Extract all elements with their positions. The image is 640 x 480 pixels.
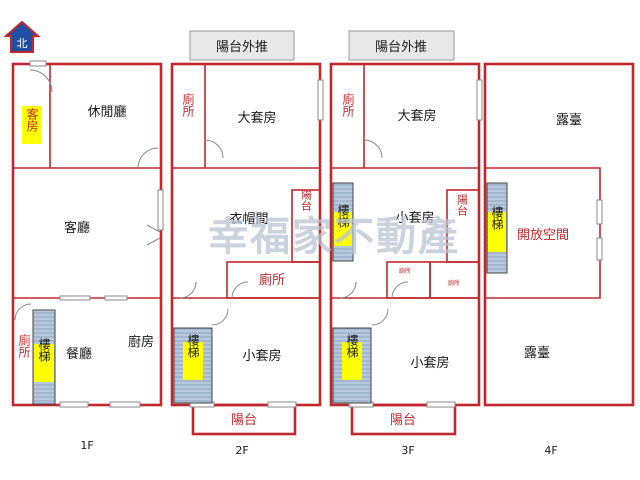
room-stairs-top: 樓梯	[336, 203, 350, 228]
room-terrace-top: 露臺	[556, 113, 582, 128]
room-open-space: 開放空間	[517, 228, 569, 243]
room-terrace-bottom: 露臺	[524, 346, 550, 361]
room-master: 大套房	[397, 108, 436, 124]
room-small-suite: 小套房	[410, 355, 449, 371]
compass-north-icon: 北	[3, 20, 41, 53]
room-toilet-a: 廁所	[181, 92, 195, 117]
room-small-suite: 小套房	[242, 348, 281, 364]
floor-label: 1F	[80, 439, 93, 452]
floor-1f: 客房 休閒廳 客廳 廁所 樓梯 餐廳 廚房 1F	[11, 60, 164, 452]
compass-label: 北	[17, 37, 28, 50]
room-toilet-small-a: 廁所	[399, 267, 411, 275]
room-balcony-side: 陽台	[300, 189, 313, 211]
room-kitchen: 廚房	[128, 334, 154, 350]
floor-label: 3F	[401, 444, 414, 457]
room-toilet-small-b: 廁所	[448, 279, 460, 287]
room-balcony: 陽台	[231, 413, 257, 428]
room-stairs: 樓梯	[37, 337, 51, 362]
room-toilet: 廁所	[17, 333, 31, 358]
room-balcony-side: 陽台	[456, 194, 469, 216]
floor-3f: 陽台外推 廁所 大套房 樓梯 小套房 陽台 廁所 廁所 樓梯 小套房 陽台 3F	[329, 30, 483, 457]
balcony-ext-label: 陽台外推	[375, 40, 427, 55]
room-toilet: 廁所	[341, 92, 355, 117]
room-small-suite-top: 小套房	[395, 210, 434, 226]
room-lounge: 休閒廳	[87, 104, 126, 120]
floor-2f: 陽台外推 廁所 大套房 衣帽間 陽台 廁所 樓梯 小套房 陽台 2F	[170, 30, 324, 457]
watermark: 幸福家不動產	[208, 214, 460, 260]
room-closet: 衣帽間	[229, 211, 268, 227]
floor-label: 2F	[235, 444, 248, 457]
floor-label: 4F	[544, 444, 557, 457]
room-stairs: 樓梯	[186, 333, 200, 358]
room-dining: 餐廳	[66, 346, 92, 362]
room-balcony: 陽台	[390, 413, 416, 428]
room-living: 客廳	[64, 220, 90, 236]
floor-4f: 露臺 樓梯 開放空間 露臺 4F	[483, 62, 635, 457]
room-guest: 客房	[25, 107, 39, 132]
room-stairs: 樓梯	[345, 333, 359, 358]
room-stairs: 樓梯	[490, 205, 504, 230]
room-toilet-b: 廁所	[259, 272, 285, 288]
room-master: 大套房	[237, 110, 276, 126]
balcony-ext-label: 陽台外推	[216, 40, 268, 55]
